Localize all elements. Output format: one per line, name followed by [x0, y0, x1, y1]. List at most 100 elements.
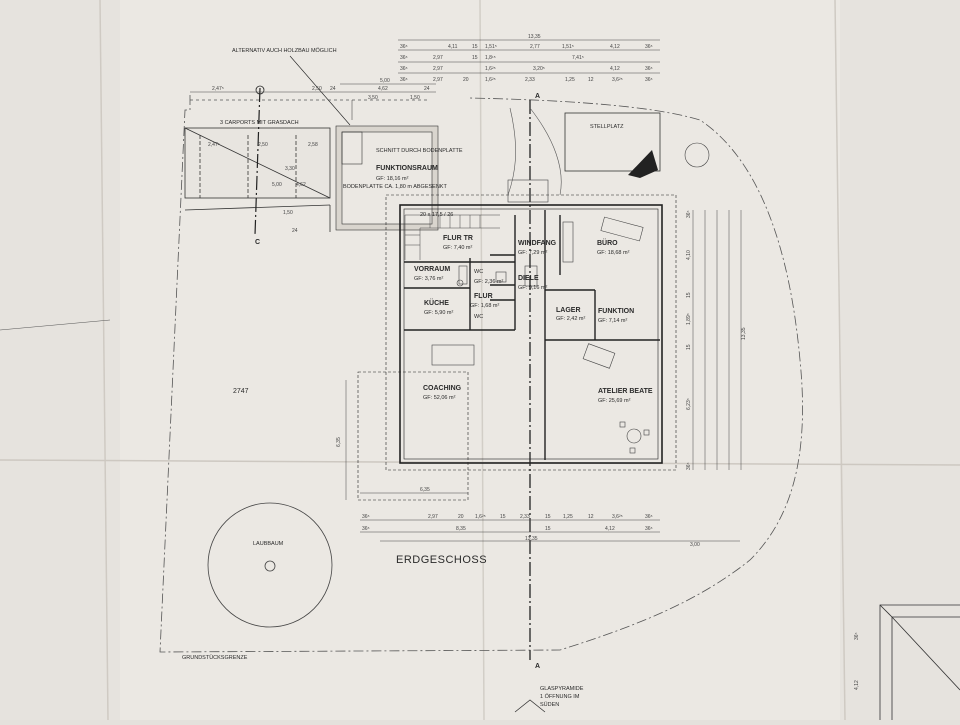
dim-label: 2,47⁵	[212, 86, 224, 92]
section-line-c: C	[254, 85, 265, 246]
dim-label: 1,25	[565, 77, 575, 83]
dim-label: 1,6²⁵	[485, 77, 496, 83]
dim-label: 20	[458, 514, 464, 520]
dim-label: 6,23⁵	[686, 398, 692, 410]
right-dimensions: 36⁵ 4,10 15 1,89⁵ 15 6,23⁵ 36⁵ 13,35 36⁵…	[686, 210, 860, 690]
dim-label: 1,50	[283, 210, 293, 216]
shrub-symbol	[684, 142, 710, 168]
tree-label: LAUBBAUM	[253, 541, 284, 547]
dim-label: 15	[472, 55, 478, 61]
room-atelier-name: ATELIER BEATE	[598, 388, 653, 395]
bottom-dimensions: 36⁵ 2,97 20 1,6²⁵ 15 2,33 15 1,25 12 3,6…	[336, 437, 700, 548]
room-diele-name: DIELE	[518, 275, 539, 282]
dim-label: 15	[686, 344, 692, 350]
leader-line	[289, 55, 351, 126]
annex-funktionsraum	[335, 100, 439, 231]
dim-label: 2,47⁵	[208, 142, 220, 148]
room-vorraum-area: GF: 3,76 m²	[414, 276, 444, 282]
dim-label: 2,97	[433, 66, 443, 72]
room-buero-area: GF: 18,68 m²	[597, 250, 630, 256]
stair-label: 20 x 17,5 / 26	[420, 212, 453, 218]
room-flur-tr-name: FLUR TR	[443, 235, 473, 242]
dim-label: 3,50	[368, 95, 378, 101]
dim-label: 36⁵	[400, 66, 408, 72]
dim-label: 4,12	[854, 680, 860, 690]
tree-trunk	[264, 560, 276, 572]
dim-top-total: 13,35	[528, 34, 541, 40]
glass-note-line3: SÜDEN	[540, 701, 559, 708]
garden-path	[529, 107, 562, 196]
room-lager-area: GF: 2,42 m²	[556, 316, 586, 322]
dim-label: 1,25	[563, 514, 573, 520]
section-note: SCHNITT DURCH BODENPLATTE	[376, 148, 463, 154]
dim-label: 3,6²⁵	[612, 514, 623, 520]
adjacent-building	[514, 604, 960, 720]
room-flur-name: FLUR	[474, 293, 493, 300]
room-labels: FLUR TR GF: 7,40 m² VORRAUM GF: 3,76 m² …	[414, 235, 653, 404]
top-dimensions: 13,35 36⁵ 4,11 15 1,51⁵ 2,77 1,51⁵ 4,12 …	[208, 34, 653, 234]
dim-label: 2,97	[433, 55, 443, 61]
dim-label: 36⁵	[645, 77, 653, 83]
room-lager-name: LAGER	[556, 307, 581, 314]
building-outline	[357, 194, 677, 501]
dim-label: 15	[545, 514, 551, 520]
garden-path	[507, 107, 516, 196]
dim-label: 1,6²⁵	[485, 66, 496, 72]
dim-label: 5,00	[380, 78, 390, 84]
dim-label: 3,00	[690, 542, 700, 548]
dim-label: 5,00	[272, 182, 282, 188]
dim-label: 2,33	[525, 77, 535, 83]
furniture	[431, 216, 650, 454]
room-flur-tr-area: GF: 7,40 m²	[443, 245, 473, 251]
fold-line	[479, 0, 485, 721]
property-boundary	[159, 95, 803, 653]
room-windfang-area: GF: 7,29 m²	[518, 250, 548, 256]
funktionsraum-area: GF: 18,16 m²	[376, 176, 409, 182]
north-arrow-icon	[628, 150, 658, 178]
room-buero-name: BÜRO	[597, 238, 618, 247]
dim-label: 4,12	[610, 44, 620, 50]
dim-label: 2,50	[258, 142, 268, 148]
dim-label: 2,33	[520, 514, 530, 520]
section-c-label: C	[255, 239, 260, 246]
dim-label: 36⁵	[645, 514, 653, 520]
drawing-title: ERDGESCHOSS	[396, 554, 487, 566]
funktionsraum-name: FUNKTIONSRAUM	[376, 165, 438, 172]
fold-line	[99, 0, 109, 721]
dim-label: 12	[588, 514, 594, 520]
plate-note: BODENPLATTE CA. 1,80 m ABGESENKT	[343, 184, 447, 190]
dim-label: 36⁵	[686, 462, 692, 470]
interior-walls	[404, 210, 660, 460]
room-wc1-area: GF: 2,36 m²	[474, 279, 504, 285]
dim-label: 1,89⁵	[686, 313, 692, 325]
dim-label: 36⁵	[645, 44, 653, 50]
room-kueche-area: GF: 5,90 m²	[424, 310, 454, 316]
section-a-label-bottom: A	[535, 663, 540, 670]
dim-label: 15	[500, 514, 506, 520]
room-coaching-area: GF: 52,06 m²	[423, 395, 456, 401]
room-flur-area: GF: 1,68 m²	[470, 303, 500, 309]
dim-label: 36⁵	[854, 632, 860, 640]
dim-label: 1,8¹⁵	[485, 55, 496, 61]
dim-label: 3,6²⁵	[612, 77, 623, 83]
room-diele-area: GF: 9,16 m²	[518, 285, 548, 291]
dim-label: 6,35	[336, 437, 342, 447]
dim-label: 2,97	[433, 77, 443, 83]
dim-label: 8,35	[456, 526, 466, 532]
dim-label: 1,6²⁵	[475, 514, 486, 520]
room-wc1-name: WC	[474, 269, 483, 275]
stairs	[404, 214, 500, 260]
parking-space	[564, 112, 661, 172]
dim-label: 24	[330, 86, 336, 92]
room-funktion-area: GF: 7,14 m²	[598, 318, 628, 324]
glass-note-line2: 1 ÖFFNUNG IM	[540, 693, 580, 700]
dim-label: 15	[686, 292, 692, 298]
dim-label: 2,58	[308, 142, 318, 148]
dim-label: 3,30	[285, 166, 295, 172]
dim-bottom-total: 13,35	[525, 536, 538, 542]
dim-label: 1,50	[410, 95, 420, 101]
parking-label: STELLPLATZ	[590, 124, 624, 130]
dim-label: 15	[545, 526, 551, 532]
room-funktion-name: FUNKTION	[598, 308, 634, 315]
